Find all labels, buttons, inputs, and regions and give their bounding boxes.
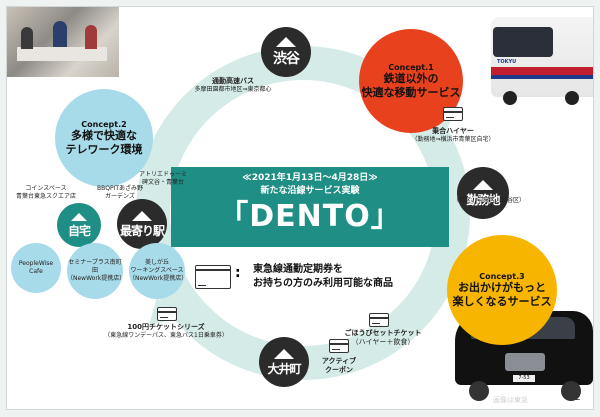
- concept-2-line2: テレワーク環境: [65, 142, 143, 156]
- coin-space-service: コインスペース 青葉台東急スクエア店: [11, 185, 81, 201]
- bbq-service: BBQPITあざみ野 ガーデンズ: [89, 185, 151, 201]
- ticket-service: 100円チケットシリーズ （東急線ワンデーパス、東急バス1日乗車券）: [91, 323, 241, 340]
- hire-route: （勤務地⇒横浜市青葉区自宅）: [411, 136, 495, 143]
- ticket-title: 100円チケットシリーズ: [127, 323, 205, 331]
- coin-space-title: コインスペース: [25, 185, 67, 192]
- building-icon: [276, 37, 296, 47]
- coupon-line1: アクティブ: [321, 357, 357, 365]
- bus-photo: TOKYU: [481, 7, 593, 125]
- office-node: 勤務地: [457, 167, 509, 219]
- utsukushigaoka-service: 美しが丘 ワーキングスペース （NewWork提携店）: [129, 243, 188, 299]
- station-label: 最寄り駅: [119, 223, 165, 238]
- concept-2-tag: Concept.2: [81, 119, 127, 129]
- card-icon: [195, 265, 231, 289]
- card-icon: [329, 339, 349, 353]
- hire-service: 乗合ハイヤー （勤務地⇒横浜市青葉区自宅）: [405, 127, 501, 144]
- atelier-title: アトリエドゥーミ: [138, 171, 187, 178]
- bus-brand-label: TOKYU: [497, 59, 517, 65]
- notice-line2: お持ちの方のみ利用可能な商品: [253, 278, 393, 289]
- house-icon: [71, 212, 87, 221]
- coin-space-sub: 青葉台東急スクエア店: [15, 193, 76, 200]
- office-sub-label: （渋区、中央区、渋谷区）: [453, 197, 526, 204]
- seminar-title: セミナープラス南町田: [68, 259, 122, 274]
- home-label: 自宅: [67, 223, 91, 238]
- building-icon: [274, 348, 294, 359]
- notice-text: 東急線通勤定期券を お持ちの方のみ利用可能な商品: [253, 263, 453, 291]
- date-range: ≪2021年1月13日～4月28日≫: [242, 173, 378, 183]
- page-number: 2: [575, 393, 581, 403]
- peoplewise-service: PeopleWise Cafe: [11, 243, 61, 293]
- shibuya-node: 渋谷: [261, 27, 311, 77]
- card-icon: [369, 313, 389, 327]
- coupon-service: アクティブ クーポン: [309, 357, 369, 375]
- concept-1-tag: Concept.1: [388, 62, 434, 72]
- card-icon: [443, 107, 463, 121]
- atelier-service: アトリエドゥーミ 碑文谷・青葉台: [133, 171, 193, 187]
- commuter-bus-route: 多摩田園都市地区⇒東京都心: [194, 86, 272, 93]
- oimachi-label: 大井町: [267, 361, 301, 376]
- reward-sub: （ハイヤー＋飲食）: [351, 338, 415, 346]
- utsukushigaoka-title: 美しが丘: [144, 259, 169, 266]
- concept-3-circle: Concept.3 お出かけがもっと 楽しくなるサービス: [447, 235, 557, 345]
- dento-banner: ≪2021年1月13日～4月28日≫ 新たな沿線サービス実験 「DENTO」: [171, 167, 449, 247]
- building-icon: [132, 210, 152, 221]
- notice-line1: 東急線通勤定期券を: [253, 264, 343, 275]
- station-node: 最寄り駅: [117, 199, 167, 249]
- hire-title: 乗合ハイヤー: [432, 127, 474, 135]
- main-title: 「DENTO」: [218, 199, 402, 234]
- watermark: 画像は東急: [493, 396, 528, 404]
- reward-service: ごほうびセットチケット （ハイヤー＋飲食）: [333, 329, 433, 347]
- bbq-title: BBQPITあざみ野: [96, 185, 143, 192]
- subtitle: 新たな沿線サービス実験: [260, 186, 360, 196]
- slide-frame: TOKYU 7-53 Concept.1 鉄道以外の 快適な移動サービス Con…: [6, 6, 594, 410]
- office-label: 勤務地: [466, 192, 500, 207]
- peoplewise-title: PeopleWise: [18, 260, 54, 267]
- commuter-bus-service: 通勤高速バス 多摩田園都市地区⇒東京都心: [183, 77, 283, 94]
- concept-1-circle: Concept.1 鉄道以外の 快適な移動サービス: [359, 29, 463, 133]
- commuter-bus-title: 通勤高速バス: [212, 77, 254, 85]
- card-icon: [157, 307, 177, 321]
- bbq-sub: ガーデンズ: [105, 193, 135, 200]
- concept-2-line1: 多様で快適な: [71, 128, 137, 142]
- atelier-sub: 碑文谷・青葉台: [141, 179, 184, 186]
- concept-1-line1: 鉄道以外の: [383, 71, 439, 85]
- coupon-line2: クーポン: [325, 366, 353, 374]
- shibuya-label: 渋谷: [273, 51, 300, 67]
- concept-1-line2: 快適な移動サービス: [361, 85, 461, 99]
- reward-title: ごほうびセットチケット: [344, 329, 422, 337]
- ticket-sub: （東急線ワンデーパス、東急バス1日乗車券）: [104, 332, 228, 339]
- concept-3-line1: お出かけがもっと: [458, 280, 546, 294]
- peoplewise-sub: Cafe: [29, 268, 43, 275]
- concept-3-line2: 楽しくなるサービス: [452, 294, 552, 308]
- oimachi-node: 大井町: [259, 337, 309, 387]
- seminar-sub: （NewWork提携店）: [67, 275, 126, 282]
- building-icon: [473, 179, 493, 190]
- seminar-service: セミナープラス南町田 （NewWork提携店）: [67, 243, 126, 299]
- home-node: 自宅: [57, 203, 101, 247]
- concept-3-tag: Concept.3: [479, 271, 525, 281]
- concept-2-circle: Concept.2 多様で快適な テレワーク環境: [55, 89, 153, 187]
- telework-photo: [7, 7, 119, 77]
- colon-mark: :: [235, 265, 241, 281]
- utsukushigaoka-sub: ワーキングスペース: [130, 267, 184, 274]
- utsukushigaoka-note: （NewWork提携店）: [129, 275, 188, 282]
